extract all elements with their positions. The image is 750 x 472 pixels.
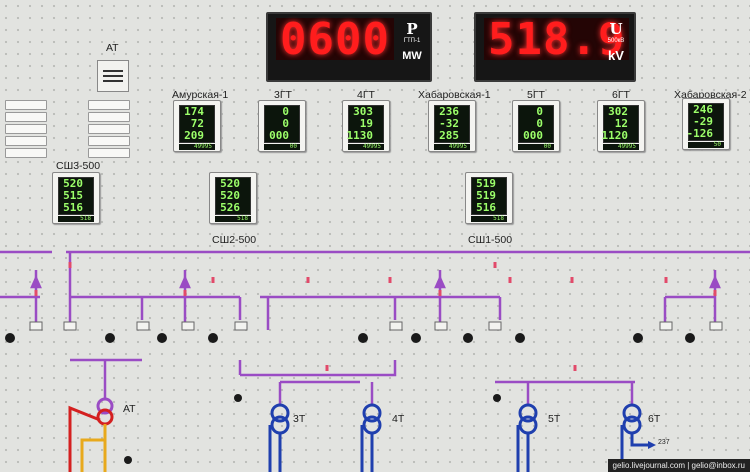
label-gt4: 4ГТ — [357, 89, 375, 101]
busbars — [0, 250, 750, 405]
credit-text: gelio.livejournal.com | gelio@inbox.ru — [607, 459, 750, 472]
voltage-unit: kV — [608, 48, 624, 63]
meter-khabarovskaya2: 246-29-126 50 — [682, 98, 730, 150]
voltage-code: 500кВ — [607, 38, 625, 44]
label-at-top: АТ — [106, 42, 119, 54]
feeder-drops — [34, 252, 717, 330]
transformers — [268, 403, 648, 472]
power-unit: MW — [402, 50, 422, 62]
at-indicator-box — [97, 60, 129, 92]
label-gt5: 5ГТ — [527, 89, 545, 101]
voltage-value: 518.9 — [484, 14, 630, 65]
label-t4: 4Т — [392, 413, 405, 425]
voltage-symbol: U — [609, 20, 623, 38]
voltage-display: 518.9 U 500кВ kV — [474, 12, 636, 82]
label-arrow-237: 237 — [658, 439, 670, 446]
power-symbol: P — [406, 20, 418, 38]
label-ssh1: СШ1-500 — [468, 234, 513, 246]
label-ssh3: СШ3-500 — [56, 160, 101, 172]
label-t6: 6Т — [648, 413, 661, 425]
power-display: 0600 P ГТП-1 MW — [266, 12, 432, 82]
label-ssh2: СШ2-500 — [212, 234, 257, 246]
arrow-237-icon — [648, 441, 656, 449]
power-value: 0600 — [276, 14, 394, 65]
label-gt6: 6ГТ — [612, 89, 630, 101]
label-t3: 3Т — [293, 413, 306, 425]
label-khabarovskaya1: Хабаровская-1 — [418, 89, 491, 101]
power-code: ГТП-1 — [403, 38, 421, 44]
feeder-arrows — [30, 274, 721, 289]
lower-links — [70, 358, 635, 384]
switches — [29, 321, 723, 331]
breaker-marks — [34, 262, 717, 371]
label-amurskaya: Амурская-1 — [172, 89, 229, 101]
label-t5: 5Т — [548, 413, 561, 425]
label-at-bottom: АТ — [123, 403, 136, 415]
label-gt3: 3ГТ — [274, 89, 292, 101]
bus-segment-left — [0, 295, 242, 320]
bus-segment-mid — [260, 295, 502, 320]
knobs — [5, 333, 695, 464]
at-transformer — [68, 397, 114, 472]
